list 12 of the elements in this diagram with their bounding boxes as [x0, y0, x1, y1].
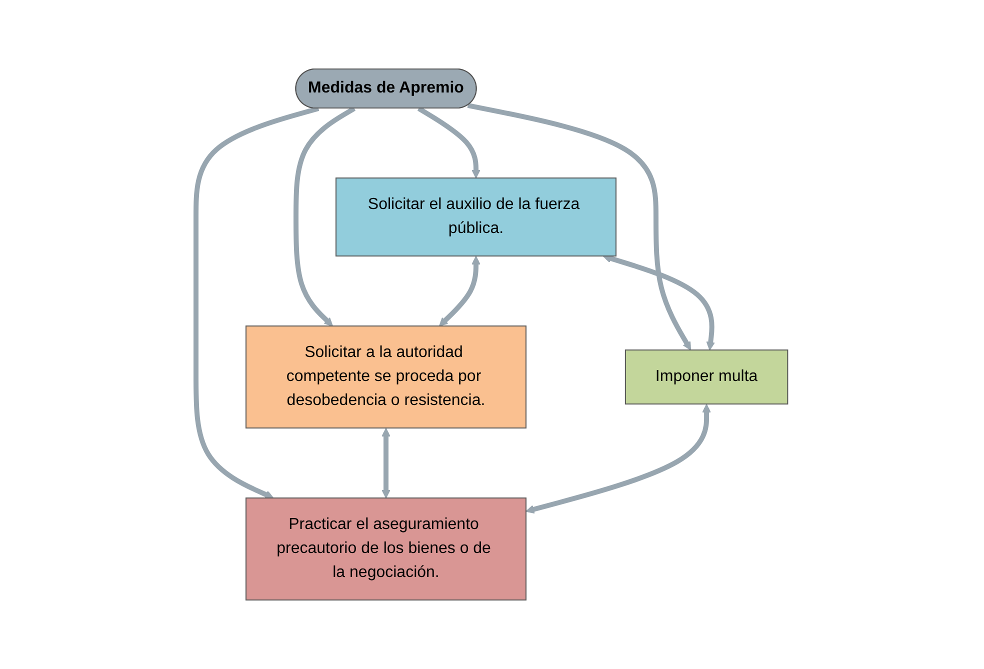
arrow	[468, 102, 692, 350]
arrow	[602, 254, 716, 350]
arrow	[382, 428, 391, 498]
arrow	[294, 106, 356, 326]
arrow	[418, 106, 481, 178]
node-box: Solicitar a la autoridad competente se proceda por desobedencia o resistencia.	[246, 326, 527, 428]
arrow	[194, 106, 320, 499]
node-box: Imponer multa	[625, 350, 788, 404]
arrow	[439, 256, 481, 326]
arrow	[526, 404, 712, 514]
node-box: Practicar el aseguramiento precautorio de los bienes o de la negociación.	[246, 498, 527, 600]
node-box: Solicitar el auxilio de la fuerza pública.	[336, 178, 617, 256]
